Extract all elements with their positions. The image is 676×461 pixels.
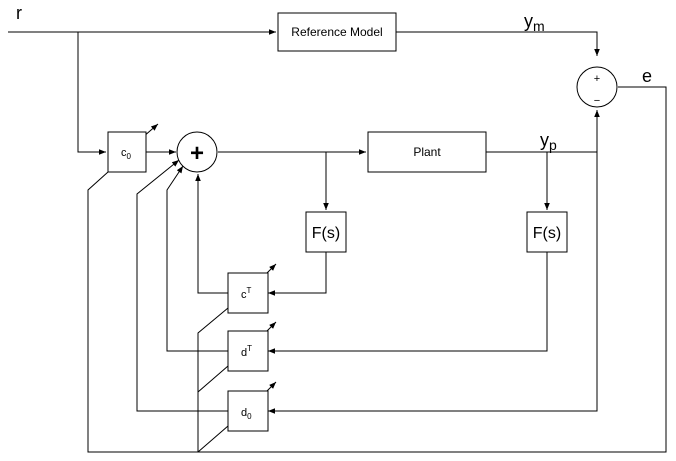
cT-label: cT bbox=[241, 286, 252, 301]
wire-d0-to-sum bbox=[136, 159, 228, 412]
wire-error-output bbox=[87, 86, 667, 453]
signal-yp-label: yp bbox=[540, 130, 557, 153]
wire-filter-to-cT bbox=[268, 252, 327, 296]
d0-label: d0 bbox=[241, 407, 252, 421]
wire-filter-to-dT bbox=[268, 252, 548, 354]
signal-e-label: e bbox=[642, 66, 652, 86]
main-sum-sign: + bbox=[190, 140, 204, 167]
error-minus-sign: − bbox=[594, 95, 600, 107]
wire-cT-to-sum bbox=[195, 174, 228, 294]
filter-block-right: F(s) bbox=[526, 211, 568, 253]
error-plus-sign: + bbox=[594, 73, 600, 85]
cT-block: cT bbox=[227, 272, 269, 314]
wire-ym-to-error bbox=[396, 31, 600, 56]
filter-right-label: F(s) bbox=[533, 225, 561, 242]
dT-label: dT bbox=[241, 344, 252, 359]
wire-adapt-d0 bbox=[197, 425, 229, 453]
signal-ym-label: ym bbox=[524, 11, 545, 34]
plant-label: Plant bbox=[413, 145, 441, 159]
plant-block: Plant bbox=[367, 131, 487, 173]
wire-r-to-c0 bbox=[77, 32, 106, 155]
dT-block: dT bbox=[227, 330, 269, 372]
signal-wires bbox=[8, 29, 667, 453]
c0-label: c0 bbox=[121, 147, 132, 161]
wire-yp-to-d0 bbox=[268, 152, 598, 414]
filter-top-label: F(s) bbox=[312, 225, 340, 242]
c0-block: c0 bbox=[107, 131, 147, 173]
reference-model-label: Reference Model bbox=[291, 25, 382, 39]
wire-adapt-dT bbox=[197, 365, 229, 452]
main-summing-junction: + bbox=[176, 131, 218, 173]
error-summing-junction: + − bbox=[576, 66, 618, 108]
filter-block-top: F(s) bbox=[305, 211, 347, 253]
d0-block: d0 bbox=[227, 390, 269, 432]
reference-model-block: Reference Model bbox=[277, 12, 397, 52]
signal-r-label: r bbox=[16, 3, 22, 23]
